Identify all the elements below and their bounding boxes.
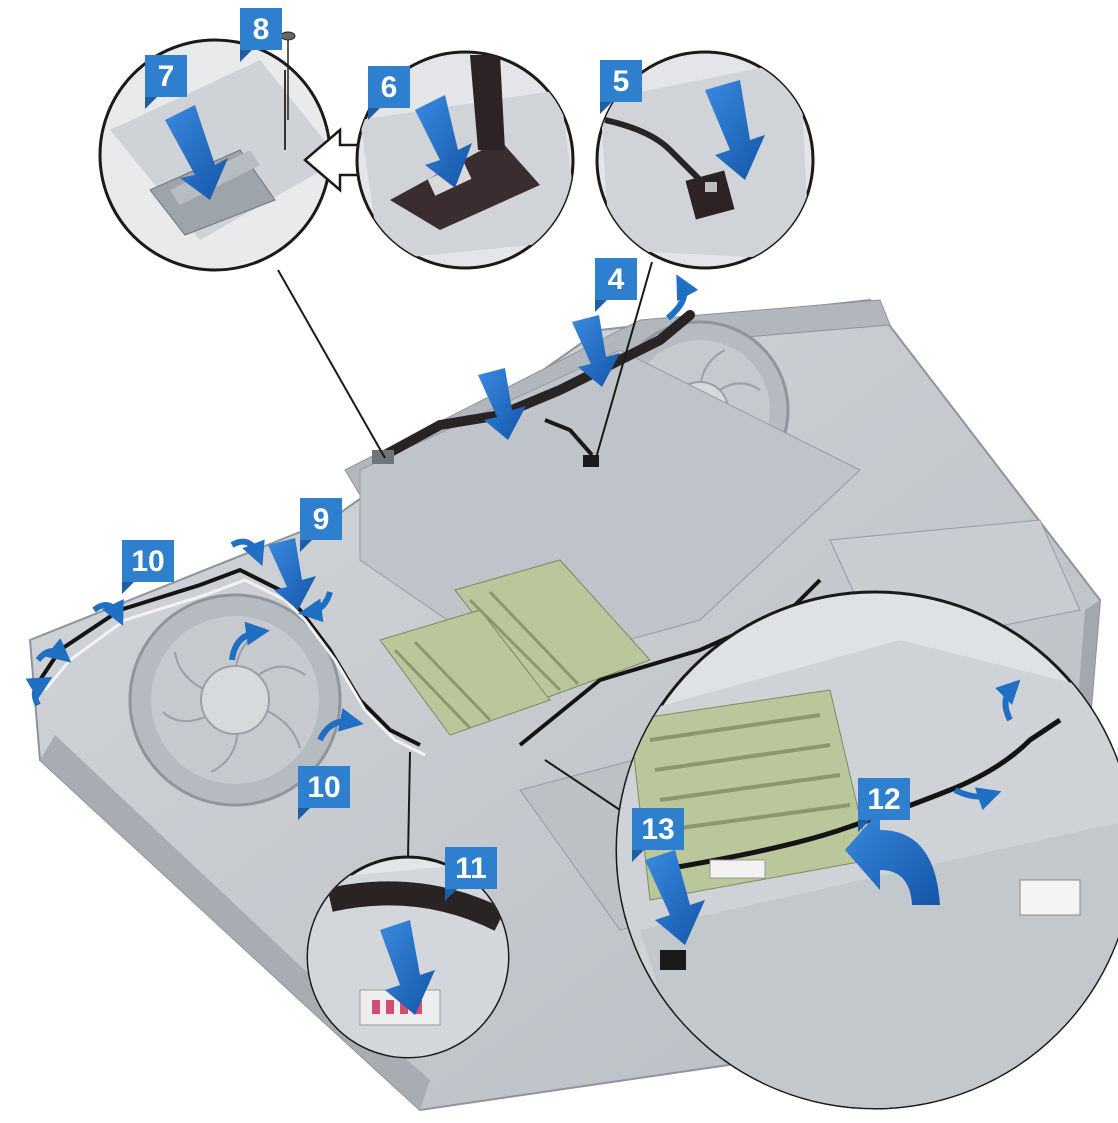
svg-text:5: 5 <box>613 65 630 98</box>
callout-circle-5 <box>595 50 815 270</box>
svg-text:9: 9 <box>313 503 330 536</box>
curved-route-arrow-icon <box>666 274 699 321</box>
antenna-cable-white <box>43 578 426 757</box>
display-cable <box>380 310 695 460</box>
curved-route-arrow-icon <box>953 787 1002 811</box>
svg-text:12: 12 <box>867 783 900 816</box>
svg-text:6: 6 <box>381 71 398 104</box>
callout-circle-12 <box>615 590 1118 1110</box>
press-down-arrow-icon <box>705 80 765 180</box>
step-4-arrows <box>478 274 699 440</box>
step-badge-4: 4 <box>595 258 637 312</box>
step-badge-6: 6 <box>368 66 410 120</box>
step-badge-10-top: 10 <box>122 540 174 594</box>
step-10-arrows <box>25 599 364 742</box>
svg-text:10: 10 <box>307 771 340 804</box>
press-down-arrow-icon <box>380 920 435 1015</box>
press-down-arrow-icon <box>645 850 705 945</box>
svg-text:11: 11 <box>455 852 487 885</box>
callout-lines <box>277 261 653 859</box>
battery-cable <box>518 578 822 747</box>
curved-route-arrow-icon <box>995 679 1021 722</box>
bracket <box>372 450 394 464</box>
svg-text:7: 7 <box>158 60 175 93</box>
callout-circle-11 <box>306 855 510 1059</box>
press-down-arrow-icon <box>415 95 472 188</box>
curved-route-arrow-icon <box>230 538 265 567</box>
curved-route-arrow-icon <box>845 810 940 905</box>
svg-text:13: 13 <box>641 813 674 846</box>
fan-icon <box>128 593 342 807</box>
screw-icon <box>280 31 296 120</box>
step-badge-10-bottom: 10 <box>298 766 350 820</box>
svg-text:4: 4 <box>608 263 625 296</box>
curved-route-arrow-icon <box>229 621 270 661</box>
step-badge-11: 11 <box>445 847 497 901</box>
callout-circle-7 <box>98 38 332 272</box>
step-badge-12: 12 <box>858 778 910 832</box>
svg-text:8: 8 <box>253 13 270 46</box>
curved-route-arrow-icon <box>25 676 53 707</box>
press-down-arrow-icon <box>165 105 228 200</box>
svg-text:10: 10 <box>131 545 164 578</box>
step-badges: 7 8 6 5 4 9 10 10 <box>122 8 910 901</box>
press-down-arrow-icon <box>268 538 316 610</box>
press-down-arrow-icon <box>478 368 526 440</box>
curved-route-arrow-icon <box>35 638 72 663</box>
step-9-arrows <box>229 538 333 661</box>
step-badge-7: 7 <box>145 55 187 109</box>
connector <box>583 455 599 467</box>
memory-modules <box>379 559 651 736</box>
curved-route-arrow-icon <box>92 599 124 626</box>
curved-route-arrow-icon <box>298 591 333 623</box>
press-down-arrow-icon <box>572 315 620 387</box>
curved-route-arrow-icon <box>317 708 364 742</box>
step-badge-5: 5 <box>600 60 642 114</box>
callout-circle-6 <box>355 50 575 270</box>
step-badge-8: 8 <box>240 8 282 62</box>
display-cable-branch <box>544 418 594 457</box>
step-badge-13: 13 <box>632 808 684 862</box>
step-badge-9: 9 <box>300 498 342 552</box>
